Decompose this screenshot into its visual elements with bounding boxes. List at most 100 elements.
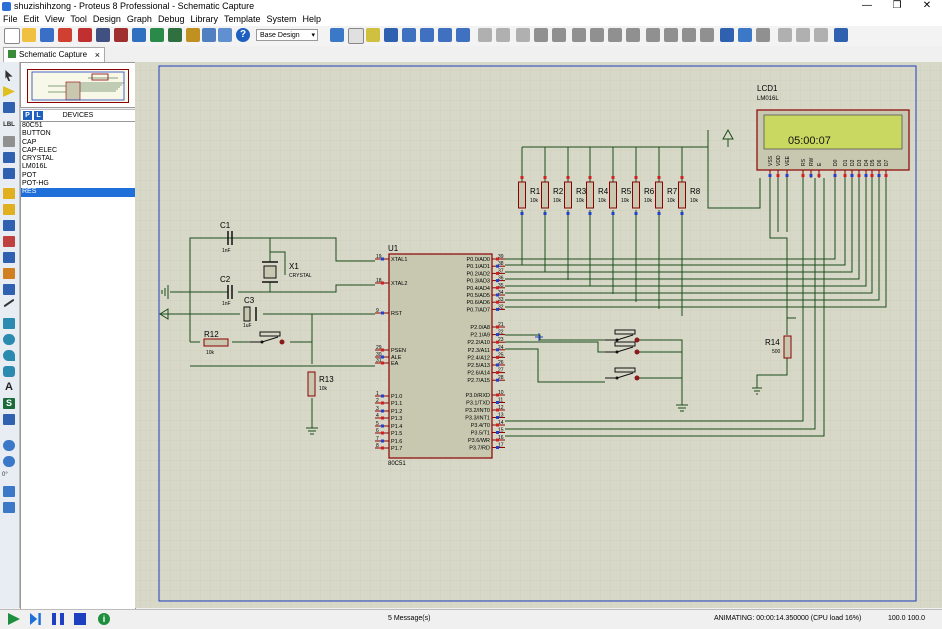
pick-device-button[interactable]: P	[23, 111, 32, 120]
terminals-icon[interactable]	[3, 188, 15, 199]
exit-parent-icon[interactable]	[814, 28, 828, 42]
rotate-anticlockwise-icon[interactable]	[3, 456, 15, 467]
vsm-studio-icon[interactable]	[218, 28, 232, 42]
device-item[interactable]: POT	[22, 171, 37, 179]
menu-template[interactable]: Template	[223, 14, 261, 24]
path-tool-icon[interactable]	[3, 366, 15, 377]
tab-schematic-capture[interactable]: Schematic Capture ×	[3, 47, 105, 62]
menu-system[interactable]: System	[266, 14, 297, 24]
button-actuator[interactable]	[634, 375, 640, 381]
device-item[interactable]: LM016L	[22, 163, 48, 171]
pcb-icon[interactable]	[114, 28, 128, 42]
library-button[interactable]: L	[34, 111, 43, 120]
overview-window[interactable]	[20, 62, 136, 108]
block-rotate-icon[interactable]	[608, 28, 622, 42]
save-icon[interactable]	[40, 28, 54, 42]
undo-icon[interactable]	[478, 28, 492, 42]
electrical-rules-check-icon[interactable]	[834, 28, 848, 42]
resistor-r12[interactable]: R12 10k	[203, 330, 229, 356]
voltage-probe-icon[interactable]	[3, 268, 15, 279]
resistor-body[interactable]	[678, 181, 686, 209]
graph-mode-icon[interactable]	[3, 220, 15, 231]
decompose-icon[interactable]	[700, 28, 714, 42]
menu-design[interactable]: Design	[92, 14, 121, 24]
mirror-x-icon[interactable]	[3, 486, 15, 497]
resistor-body[interactable]	[586, 181, 594, 209]
remove-sheet-icon[interactable]	[796, 28, 810, 42]
rotate-clockwise-icon[interactable]	[3, 440, 15, 451]
menu-debug[interactable]: Debug	[157, 14, 185, 24]
play-icon[interactable]	[8, 613, 20, 625]
resistor-r14[interactable]: R14 500	[765, 335, 792, 359]
junction-dot-icon[interactable]	[3, 102, 15, 113]
component-mode-icon[interactable]	[3, 86, 15, 97]
device-item-selected[interactable]: RES	[21, 188, 135, 197]
origin-icon[interactable]	[366, 28, 380, 42]
pan-icon[interactable]	[384, 28, 398, 42]
wire-autorouter-icon[interactable]	[720, 28, 734, 42]
property-assignment-icon[interactable]	[756, 28, 770, 42]
box-tool-icon[interactable]	[3, 318, 15, 329]
3d-view-icon[interactable]	[150, 28, 164, 42]
zoom-all-icon[interactable]	[438, 28, 452, 42]
search-tag-icon[interactable]	[738, 28, 752, 42]
import-icon[interactable]	[58, 28, 72, 42]
grid-icon[interactable]	[348, 28, 364, 44]
menu-view[interactable]: View	[45, 14, 65, 24]
capacitor-c3[interactable]: C3 1uF	[243, 296, 257, 329]
capacitor-c2[interactable]: C2 1nF	[220, 275, 233, 307]
device-pins-icon[interactable]	[3, 204, 15, 215]
paste-icon[interactable]	[552, 28, 566, 42]
menu-help[interactable]: Help	[302, 14, 322, 24]
close-window-button[interactable]: ✕	[922, 0, 932, 11]
minimize-button[interactable]: —	[862, 0, 872, 11]
block-delete-icon[interactable]	[626, 28, 640, 42]
close-icon[interactable]: ×	[94, 50, 100, 60]
gerber-icon[interactable]	[132, 28, 146, 42]
source-code-icon[interactable]	[202, 28, 216, 42]
menu-file[interactable]: File	[3, 14, 18, 24]
text-tool-icon[interactable]: A	[5, 381, 13, 393]
crystal-x1[interactable]: X1 CRYSTAL	[262, 261, 312, 283]
zoom-out-icon[interactable]	[420, 28, 434, 42]
button-actuator[interactable]	[634, 337, 640, 343]
button-actuator[interactable]	[279, 339, 285, 345]
stop-icon[interactable]	[74, 613, 86, 625]
device-item[interactable]: CAP-ELEC	[22, 146, 58, 154]
help-icon[interactable]: ?	[236, 28, 250, 42]
bom-icon[interactable]	[168, 28, 182, 42]
copy-icon[interactable]	[534, 28, 548, 42]
tape-recorder-icon[interactable]	[3, 236, 15, 247]
design-explorer-icon[interactable]	[186, 28, 200, 42]
packaging-tool-icon[interactable]	[682, 28, 696, 42]
resistor-body[interactable]	[609, 181, 617, 209]
line-tool-icon[interactable]	[3, 298, 15, 308]
schematic-icon[interactable]	[96, 28, 110, 42]
home-icon[interactable]	[78, 28, 92, 42]
subcircuit-icon[interactable]	[3, 168, 15, 179]
capacitor-c1[interactable]: C1 1nF	[220, 221, 233, 254]
maximize-button[interactable]: ❐	[892, 0, 902, 11]
buses-icon[interactable]	[3, 152, 15, 163]
device-item[interactable]: CAP	[22, 138, 37, 146]
new-file-icon[interactable]	[4, 28, 20, 44]
mirror-y-icon[interactable]	[3, 502, 15, 513]
marker-tool-icon[interactable]	[3, 414, 15, 425]
menu-graph[interactable]: Graph	[126, 14, 152, 24]
pause-icon[interactable]	[52, 613, 64, 625]
resistor-body[interactable]	[564, 181, 572, 209]
open-folder-icon[interactable]	[22, 28, 36, 42]
generator-icon[interactable]	[3, 252, 15, 263]
make-device-icon[interactable]	[664, 28, 678, 42]
button-actuator[interactable]	[634, 349, 640, 355]
circle-tool-icon[interactable]	[3, 334, 15, 345]
resistor-body[interactable]	[541, 181, 549, 209]
arc-tool-icon[interactable]	[3, 350, 15, 361]
device-item[interactable]: CRYSTAL	[22, 155, 54, 163]
resistor-body[interactable]	[632, 181, 640, 209]
block-move-icon[interactable]	[590, 28, 604, 42]
